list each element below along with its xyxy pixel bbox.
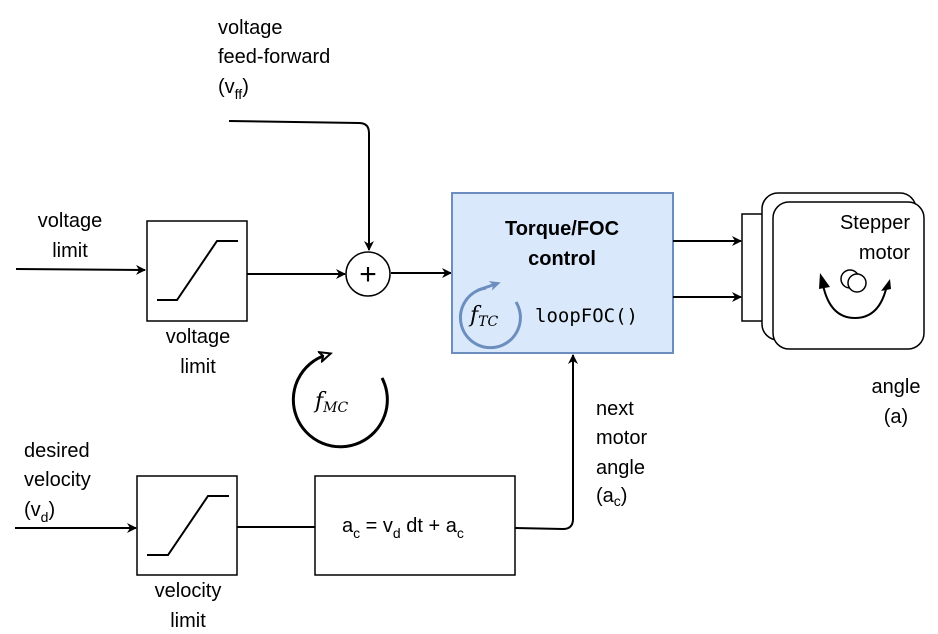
velocity-limit-block	[136, 475, 238, 576]
feedforward-symbol: (vff)	[218, 76, 249, 102]
next-angle-arrow	[514, 354, 578, 531]
feedforward-line2: feed-forward	[218, 46, 330, 68]
torque-foc-block: Torque/FOC control fTC loopFOC()	[451, 192, 674, 354]
motor-label-line2: motor	[859, 242, 910, 264]
foc-title-line1: Torque/FOC	[505, 218, 619, 240]
integrator-equation: ac = vd dt + ac	[342, 515, 464, 541]
velocity-limit-line2: limit	[170, 610, 206, 632]
voltage-limit-input-arrow	[15, 264, 146, 275]
saturation-curve-icon	[147, 495, 229, 556]
motion-loop: fMC	[291, 355, 389, 449]
loopfoc-function: loopFOC()	[535, 305, 638, 327]
voltage-limit-block-line1: voltage	[166, 326, 231, 348]
desired-velocity-line1: desired	[24, 440, 90, 462]
saturation-curve-icon	[157, 240, 238, 301]
voltage-limit-block	[146, 220, 248, 322]
voltage-limit-block-line2: limit	[180, 356, 216, 378]
rotation-arrow-icon	[822, 284, 888, 320]
desired-velocity-symbol: (vd)	[24, 499, 55, 525]
velocity-limit-line1: velocity	[155, 580, 222, 602]
stepper-motor: Stepper motor	[741, 192, 925, 350]
plus-symbol: +	[359, 258, 377, 291]
angle-integrator-block: ac = vd dt + ac	[314, 475, 516, 576]
next-angle-symbol: (ac)	[596, 485, 627, 509]
motor-label-line1: Stepper	[840, 212, 910, 234]
feedforward-line1: voltage	[218, 17, 283, 39]
motor-output-line1: angle	[872, 376, 921, 398]
voltage-limit-input-line2: limit	[52, 240, 88, 262]
motion-frequency: fMC	[313, 389, 348, 416]
feedforward-label: voltage feed-forward (vff)	[218, 17, 330, 102]
voltage-limit-input-line1: voltage	[38, 210, 103, 232]
next-angle-line3: angle	[596, 457, 645, 479]
motor-output-line2: (a)	[884, 406, 908, 428]
feedforward-arrow	[228, 120, 374, 251]
motion-loop-icon	[291, 355, 389, 449]
foc-title-line2: control	[528, 248, 596, 270]
next-angle-line1: next	[596, 398, 634, 420]
desired-velocity-line2: velocity	[24, 469, 91, 491]
summing-junction: +	[345, 251, 391, 297]
rotor-shaft-icon	[840, 269, 867, 293]
foc-loop-icon	[458, 286, 522, 350]
next-angle-line2: motor	[596, 427, 647, 449]
